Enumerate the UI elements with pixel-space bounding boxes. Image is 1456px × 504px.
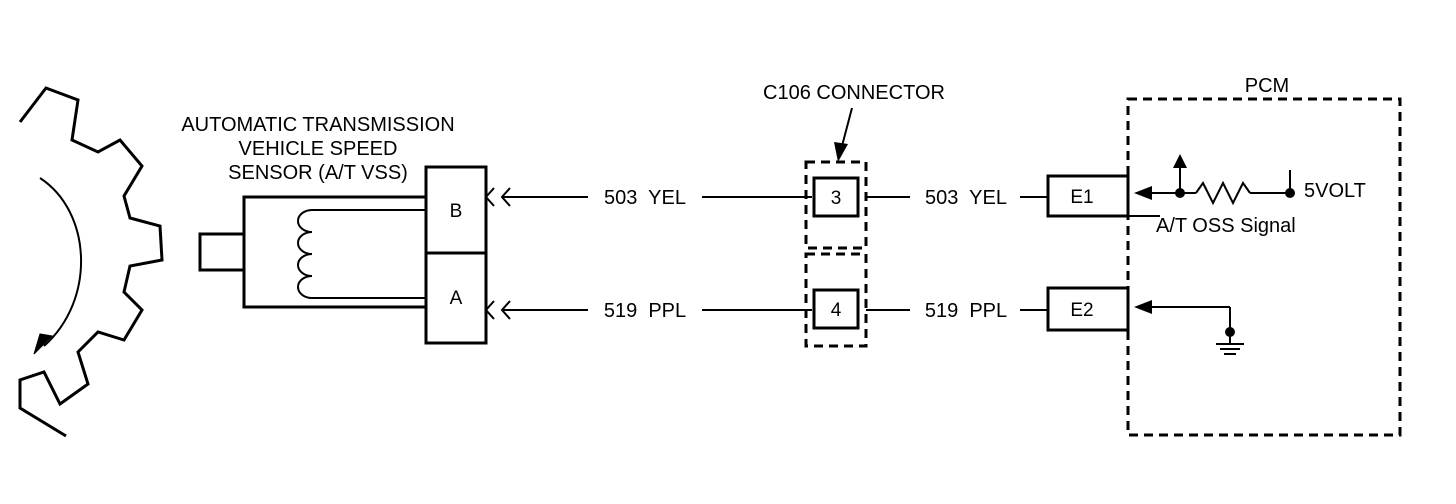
pcm-ground-circuit (1134, 300, 1244, 355)
sensor-pin-b: B (450, 201, 463, 222)
pcm-pin-e2: E2 (1070, 300, 1093, 321)
sensor-title-line1: AUTOMATIC TRANSMISSION (181, 114, 454, 136)
sensor-title-line2: VEHICLE SPEED (239, 138, 398, 160)
sensor-coil (297, 209, 426, 299)
connector-pin-3: 3 (831, 188, 842, 209)
pcm-module (1046, 97, 1402, 437)
vehicle-speed-sensor (198, 165, 488, 345)
pcm-signal-circuit (1128, 154, 1295, 217)
pcm-title: PCM (1245, 75, 1289, 97)
reluctor-gear (18, 86, 164, 438)
connector-pin-4: 4 (831, 300, 842, 321)
wire-label-503-right: 503 YEL (925, 187, 1007, 209)
ground-icon (1216, 332, 1244, 355)
connector-title: C106 CONNECTOR (763, 82, 945, 104)
wire-label-503-left: 503 YEL (604, 187, 686, 209)
pull-up-resistor (1195, 180, 1251, 206)
wire-label-519-left: 519 PPL (604, 300, 686, 322)
rotation-arrow (33, 177, 83, 355)
sensor-title-line3: SENSOR (A/T VSS) (228, 162, 408, 184)
c106-connector (804, 160, 868, 348)
sensor-terminal-chevrons (484, 187, 511, 320)
supply-voltage-label: 5VOLT (1304, 180, 1366, 202)
pcm-pin-e1: E1 (1070, 187, 1093, 208)
sensor-pin-a: A (450, 288, 463, 309)
wire-label-519-right: 519 PPL (925, 300, 1007, 322)
connector-pointer-arrow (834, 107, 853, 162)
signal-label: A/T OSS Signal (1156, 215, 1296, 237)
